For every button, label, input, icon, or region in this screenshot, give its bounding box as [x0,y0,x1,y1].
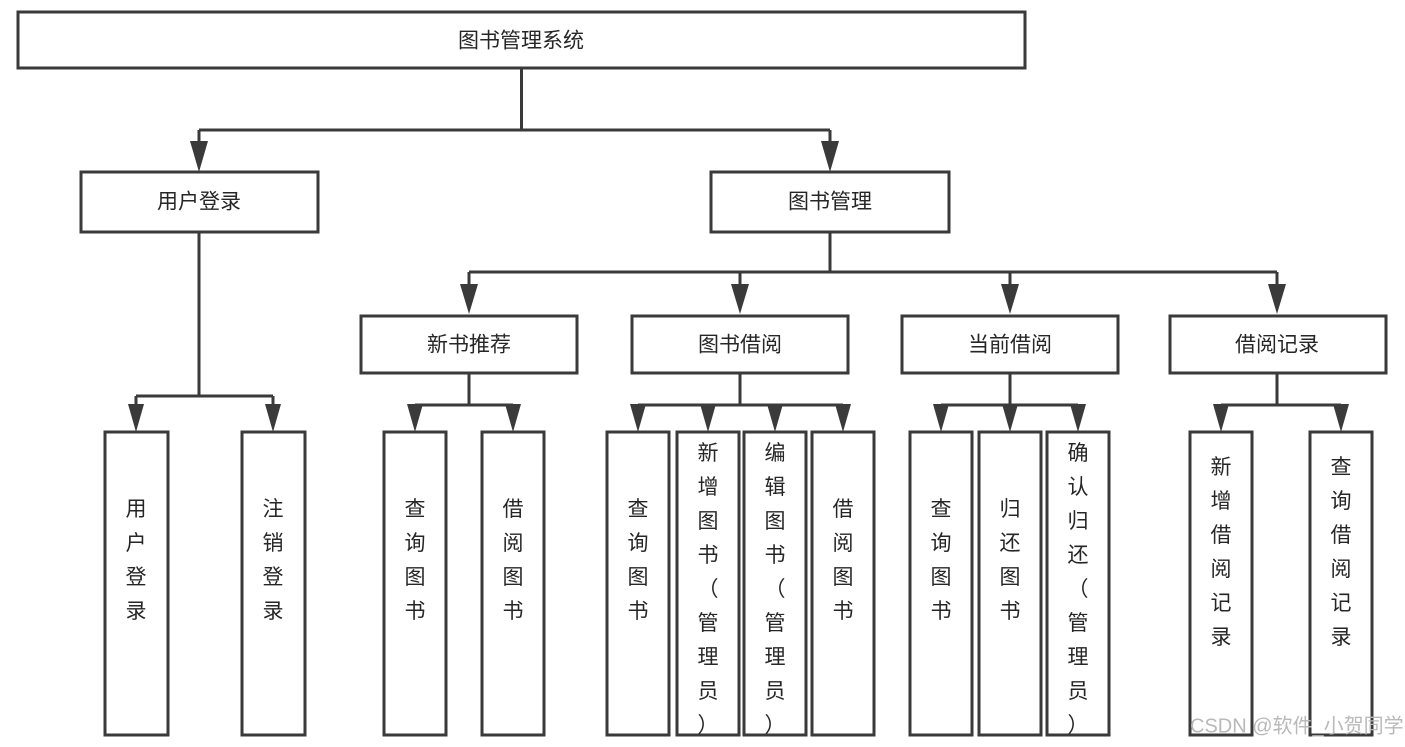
leaf-add-record-label: 新增借阅记录 [1211,456,1232,649]
node-current-borrow[interactable]: 当前借阅 [900,314,1120,375]
book-borrow-label: 图书借阅 [698,334,782,357]
leaf-add-book-label: 新增图书（管理员） [698,442,719,737]
leaf-query-book-1-label: 查询图书 [405,498,426,623]
node-user-login[interactable]: 用户登录 [79,170,320,234]
borrow-record-label: 借阅记录 [1235,334,1319,357]
user-login-box[interactable] [79,170,320,234]
node-book-borrow[interactable]: 图书借阅 [630,314,850,375]
leaf-user-logout-box[interactable] [240,430,307,737]
arrow-book-borrow-leaf-3 [767,404,783,432]
leaf-borrow-book-2-box[interactable] [810,430,876,737]
leaf-confirm-return-box[interactable] [1045,430,1111,737]
node-leaf-query-book-3[interactable]: 查询图书 [908,430,974,737]
book-management-label: 图书管理 [788,191,872,214]
arrow-new-book-leaf-1 [407,404,423,432]
node-borrow-record[interactable]: 借阅记录 [1168,314,1388,375]
arrow-borrow-record-leaf-2 [1333,404,1349,432]
leaf-query-book-1-box[interactable] [382,430,448,737]
arrow-current-borrow-leaf-1 [933,404,949,432]
node-leaf-add-book[interactable]: 新增图书（管理员） [675,430,741,737]
leaf-query-book-3-label: 查询图书 [931,498,952,623]
node-leaf-borrow-book-1[interactable]: 借阅图书 [480,430,546,737]
arrow-bm-to-new-book [460,284,478,314]
arrow-borrow-record-leaf-1 [1213,404,1229,432]
current-borrow-label: 当前借阅 [968,334,1052,357]
borrow-record-box[interactable] [1168,314,1388,375]
arrow-book-borrow-leaf-4 [835,404,851,432]
leaf-query-record-box[interactable] [1308,430,1374,737]
leaf-borrow-book-1-label: 借阅图书 [503,498,524,623]
node-leaf-query-book-2[interactable]: 查询图书 [605,430,671,737]
arrow-bm-to-current-borrow [1001,284,1019,314]
node-leaf-add-record[interactable]: 新增借阅记录 [1188,430,1254,737]
leaf-return-book-box[interactable] [977,430,1043,737]
node-leaf-borrow-book-2[interactable]: 借阅图书 [810,430,876,737]
node-leaf-user-logout[interactable]: 注销登录 [240,430,307,737]
node-leaf-query-book-1[interactable]: 查询图书 [382,430,448,737]
leaf-borrow-book-1-box[interactable] [480,430,546,737]
arrow-current-borrow-leaf-2 [1002,404,1018,432]
leaf-user-login-box[interactable] [103,430,170,737]
node-new-book-recommend[interactable]: 新书推荐 [359,314,579,375]
node-leaf-query-record[interactable]: 查询借阅记录 [1308,430,1374,737]
leaf-add-book-box[interactable] [675,430,741,737]
node-leaf-confirm-return[interactable]: 确认归还（管理员） [1045,430,1111,737]
arrow-user-login-leaf-1 [128,404,144,432]
node-root-book-management-system[interactable]: 图书管理系统 [16,10,1027,70]
arrow-book-borrow-leaf-1 [630,404,646,432]
user-login-label: 用户登录 [157,191,241,214]
node-book-management[interactable]: 图书管理 [709,170,951,234]
arrow-user-login-leaf-2 [265,404,281,432]
current-borrow-box[interactable] [900,314,1120,375]
book-borrow-box[interactable] [630,314,850,375]
arrow-root-to-book-management [821,141,839,172]
csdn-watermark: CSDN @软件_小贺同学 [1190,714,1404,737]
leaf-add-record-box[interactable] [1188,430,1254,737]
leaf-query-book-2-box[interactable] [605,430,671,737]
leaf-confirm-return-label: 确认归还（管理员） [1068,442,1089,737]
node-leaf-edit-book[interactable]: 编辑图书（管理员） [742,430,808,737]
book-management-box[interactable] [709,170,951,234]
arrow-book-borrow-leaf-2 [700,404,716,432]
arrow-bm-to-book-borrow [731,284,749,314]
new-book-recommend-box[interactable] [359,314,579,375]
leaf-query-record-label: 查询借阅记录 [1331,456,1352,649]
leaf-query-book-3-box[interactable] [908,430,974,737]
leaf-borrow-book-2-label: 借阅图书 [833,498,854,623]
connector-layer [128,68,1349,432]
arrow-new-book-leaf-2 [505,404,521,432]
node-leaf-user-login[interactable]: 用户登录 [103,430,170,737]
leaf-return-book-label: 归还图书 [1000,498,1021,623]
leaf-user-login-label: 用户登录 [126,498,147,623]
root-box[interactable] [16,10,1027,70]
leaf-edit-book-box[interactable] [742,430,808,737]
leaf-user-logout-label: 注销登录 [263,498,284,623]
leaf-edit-book-label: 编辑图书（管理员） [765,442,786,737]
node-leaf-return-book[interactable]: 归还图书 [977,430,1043,737]
leaf-query-book-2-label: 查询图书 [628,498,649,623]
arrow-bm-to-borrow-record [1268,284,1286,314]
new-book-recommend-label: 新书推荐 [427,334,511,357]
arrow-root-to-user-login [190,141,208,172]
arrow-current-borrow-leaf-3 [1070,404,1086,432]
root-label: 图书管理系统 [458,30,584,53]
